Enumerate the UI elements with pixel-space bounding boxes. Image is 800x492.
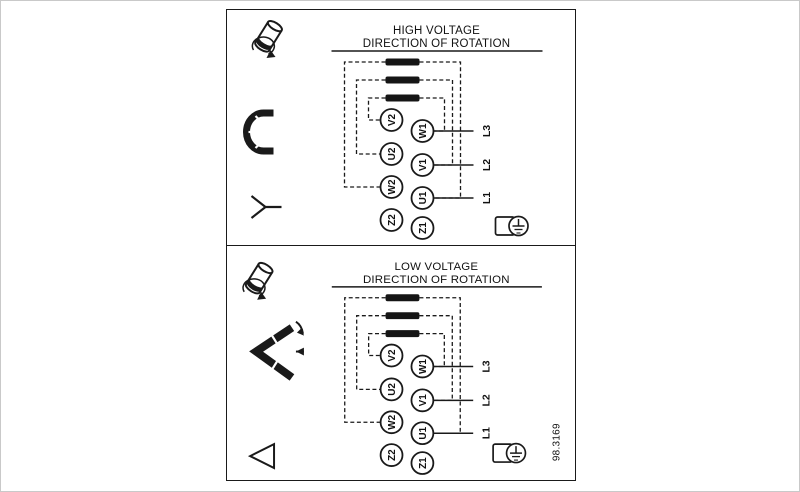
link-wire [419,97,446,132]
jumper-bar [385,330,420,338]
terminal: Z2 [379,208,404,232]
jumper-bars-angled-icon [249,320,304,381]
terminal-circle [410,216,435,240]
star-connection-icon [250,195,282,219]
terminal-circle [379,343,404,368]
terminal-circle [379,208,404,232]
terminal-circle [379,443,404,467]
terminal: V2 [379,343,404,368]
terminal: U1 [410,186,435,210]
jumper-bar [385,94,420,102]
link-wire [419,61,462,199]
low-voltage-diagram: LOW VOLTAGE DIRECTION OF ROTATION [242,261,562,475]
terminal: U1 [410,421,435,446]
supply-line: L1 [433,427,493,439]
supply-line: L1 [433,192,493,204]
terminal-label: V1 [418,158,429,171]
panel-subtitle: DIRECTION OF ROTATION [363,38,511,50]
supply-line-label: L3 [481,125,493,137]
panel-subtitle: DIRECTION OF ROTATION [363,274,510,286]
terminal-label: W2 [387,179,398,194]
link-wire [344,297,386,423]
terminal-label: W1 [418,359,429,374]
link-wire [367,97,386,121]
panel-high-voltage: HIGH VOLTAGE DIRECTION OF ROTATION [227,10,575,245]
earth-ground-icon [494,215,529,237]
supply-line: L2 [433,159,493,171]
terminal-label: U1 [418,426,429,439]
jumper-bar [385,58,420,66]
supply-line: L3 [433,360,493,373]
terminal: V2 [379,108,404,132]
supply-line-label: L1 [482,427,493,439]
terminal: U2 [379,142,404,166]
terminal-circle [379,175,404,199]
jumper-bar [385,76,420,84]
terminal: W2 [379,410,404,435]
rotation-direction-icon [242,261,274,300]
panel-title: LOW VOLTAGE [394,261,478,273]
terminal-circle [410,421,435,446]
link-wire [419,332,445,368]
link-wire [367,332,386,357]
link-wire [419,297,461,434]
supply-line-label: L2 [481,159,493,171]
terminal-circle [379,142,404,166]
delta-connection-icon [247,442,276,470]
terminal-label: U2 [387,383,398,396]
terminal-label: W1 [418,123,429,138]
link-wire [343,61,386,188]
terminal: Z1 [410,216,435,240]
terminal-label: W2 [387,414,398,429]
terminal-circle [410,186,435,210]
wiring-diagram-frame: HIGH VOLTAGE DIRECTION OF ROTATION [226,9,576,481]
terminal-label: Z2 [387,214,398,226]
supply-line: L2 [433,394,493,406]
terminal-circle [379,108,404,132]
terminal-circle [410,451,435,475]
terminal: W1 [410,354,435,379]
terminal-label: Z2 [387,449,398,461]
terminal-label: U2 [387,147,398,160]
terminal-circle [410,388,435,413]
high-voltage-diagram: HIGH VOLTAGE DIRECTION OF ROTATION [243,20,543,240]
supply-line-label: L1 [481,192,493,204]
terminal: W1 [410,119,435,143]
terminal-circle [379,410,404,435]
terminal-label: V1 [418,394,429,407]
supply-line: L3 [433,125,493,137]
panel-low-voltage: LOW VOLTAGE DIRECTION OF ROTATION [227,245,575,480]
terminal-label: Z1 [418,222,429,234]
terminal: Z2 [379,443,404,467]
terminal-circle [410,153,435,177]
panel-title: HIGH VOLTAGE [393,25,480,37]
terminal: V1 [410,388,435,413]
link-wire [356,315,386,391]
rotation-direction-icon [251,20,283,58]
link-wire [355,79,386,155]
terminal-circle [379,377,404,402]
supply-line-label: L2 [482,394,493,406]
terminal-label: V2 [387,349,398,362]
earth-ground-icon [492,442,527,464]
terminal-label: U1 [418,191,429,204]
jumper-bars-stacked-icon [243,109,274,155]
terminal: U2 [379,377,404,402]
figure-number: 98.3169 [551,423,562,461]
terminal: Z1 [410,451,435,475]
jumper-bar [385,294,420,302]
terminal: W2 [379,175,404,199]
terminal-label: Z1 [418,457,429,469]
jumper-bar [385,312,420,320]
terminal-circle [410,354,435,379]
terminal: V1 [410,153,435,177]
terminal-label: V2 [387,113,398,126]
terminal-circle [410,119,435,143]
supply-line-label: L3 [482,360,493,372]
